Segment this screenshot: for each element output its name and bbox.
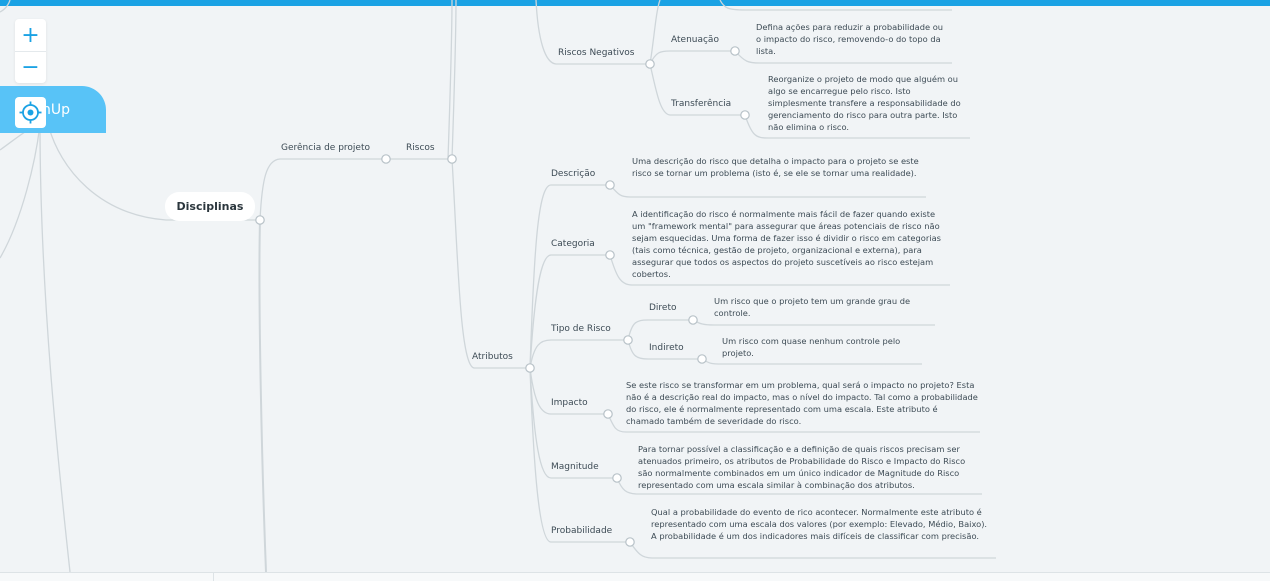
node-impacto[interactable]: Impacto (551, 398, 588, 408)
zoom-controls: + − (15, 19, 46, 83)
locate-icon (19, 101, 42, 124)
node-magnitude[interactable]: Magnitude (551, 462, 599, 472)
node-categoria[interactable]: Categoria (551, 239, 595, 249)
node-indireto-description[interactable]: Um risco com quase nenhum controle pelo … (722, 336, 901, 358)
node-indireto[interactable]: Indireto (649, 343, 684, 353)
node-probabilidade[interactable]: Probabilidade (551, 526, 613, 536)
node-probabilidade-description[interactable]: Qual a probabilidade do evento de rico a… (651, 507, 988, 541)
zoom-divider (15, 51, 46, 52)
bottom-bar (0, 572, 1270, 581)
bottom-bar-divider (213, 573, 214, 581)
top-bar (0, 0, 1270, 6)
node-magnitude-description[interactable]: Para tornar possível a classificação e a… (638, 444, 966, 490)
node-transferencia[interactable]: Transferência (671, 99, 732, 109)
node-gerencia-de-projeto[interactable]: Gerência de projeto (281, 143, 370, 153)
node-transferencia-description[interactable]: Reorganize o projeto de modo que alguém … (768, 74, 961, 132)
node-riscos[interactable]: Riscos (406, 143, 435, 153)
node-atributos[interactable]: Atributos (472, 352, 513, 362)
zoom-out-button[interactable]: − (21, 55, 40, 80)
node-atenuacao-description[interactable]: Defina ações para reduzir a probabilidad… (756, 22, 944, 56)
node-impacto-description[interactable]: Se este risco se transformar em um probl… (626, 380, 978, 426)
node-direto[interactable]: Direto (649, 303, 677, 313)
node-disciplinas[interactable]: Disciplinas (165, 192, 255, 221)
root-node-label: nUp (42, 102, 71, 118)
node-riscos-negativos[interactable]: Riscos Negativos (558, 48, 635, 58)
center-view-button[interactable] (15, 97, 46, 128)
node-categoria-description[interactable]: A identificação do risco é normalmente m… (632, 209, 942, 279)
node-tipo-de-risco[interactable]: Tipo de Risco (551, 324, 611, 334)
node-atenuacao[interactable]: Atenuação (671, 35, 719, 45)
node-direto-description[interactable]: Um risco que o projeto tem um grande gra… (714, 296, 911, 318)
zoom-in-button[interactable]: + (21, 23, 40, 48)
node-descricao-description[interactable]: Uma descrição do risco que detalha o imp… (632, 156, 919, 178)
node-descricao[interactable]: Descrição (551, 169, 596, 179)
